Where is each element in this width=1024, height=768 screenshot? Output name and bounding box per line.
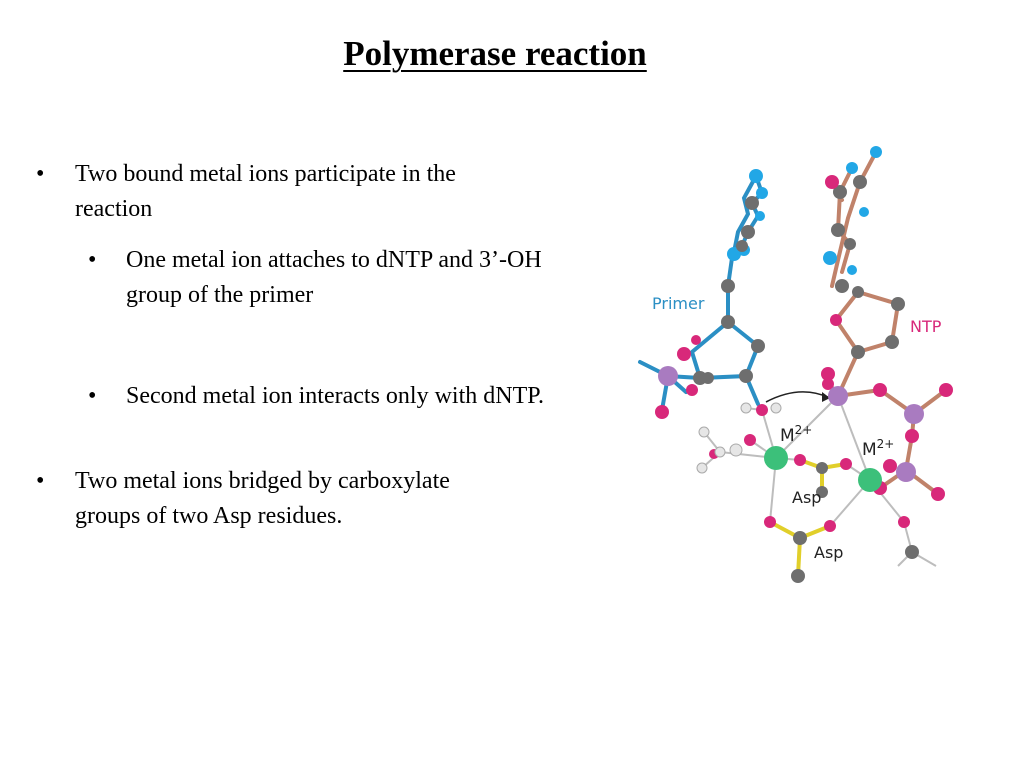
bullet-list: • Two bound metal ions participate in th… [36,157,558,534]
metal-ion-atoms [764,446,882,492]
phosphorus-atoms [658,366,924,482]
slide-title: Polymerase reaction [343,34,647,73]
bullet-text: Two metal ions bridged by carboxylate gr… [75,468,450,529]
bullet-text: Two bound metal ions participate in the … [75,161,456,222]
bullet-dot-icon: • [36,468,45,494]
hydrogen-atoms [696,402,782,474]
metal-ion-label-1: M2+ [780,423,812,446]
bullet-dot-icon: • [88,247,97,273]
asp-label-2: Asp [814,543,843,562]
primer-label: Primer [652,294,705,313]
asp-label-1: Asp [792,488,821,507]
coordination-bonds [701,395,937,567]
metal-ion-label-2: M2+ [862,437,894,460]
reaction-arrow-icon [765,391,831,403]
oxygen-atoms [655,175,953,532]
bullet-dot-icon: • [36,161,45,187]
bullet-dot-icon: • [88,383,97,409]
bullet-text: Second metal ion interacts only with dNT… [126,383,544,409]
sub-bullet-item: • Second metal ion interacts only with d… [88,379,558,414]
ntp-label: NTP [910,317,942,336]
carbon-atoms [693,175,919,583]
sub-bullet-item: • One metal ion attaches to dNTP and 3’-… [88,243,558,313]
bullet-item: • Two metal ions bridged by carboxylate … [36,464,516,534]
bullet-item: • Two bound metal ions participate in th… [36,157,516,227]
atoms [655,146,953,583]
bullet-text: One metal ion attaches to dNTP and 3’-OH… [126,247,542,308]
nitrogen-atoms [727,146,882,275]
polymerase-active-site-figure: Primer NTP M2+ M2+ Asp Asp [638,146,953,583]
